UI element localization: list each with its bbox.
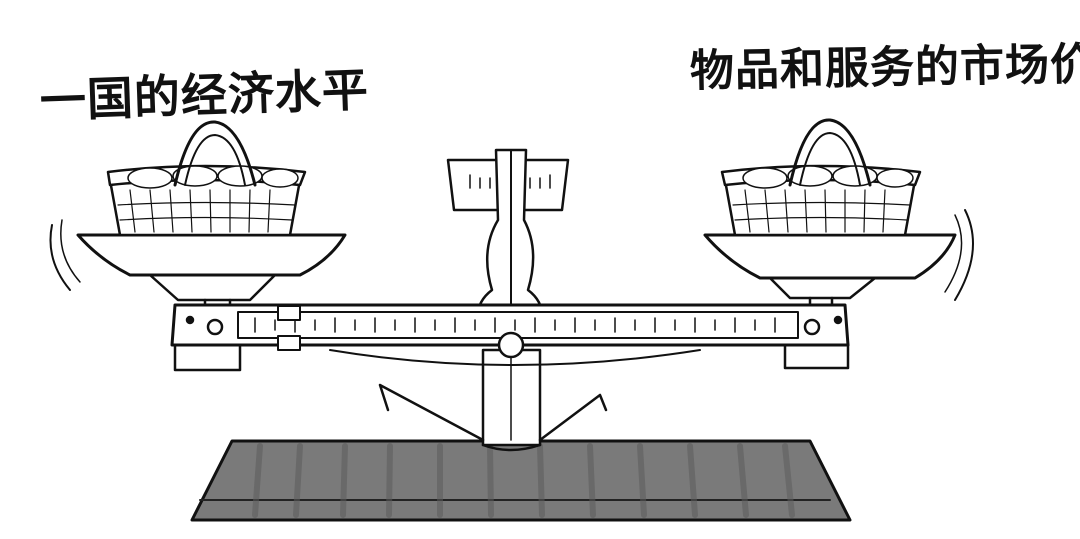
left-scale-pan [49, 219, 347, 307]
scale-beam [170, 303, 850, 372]
scale-pointer [446, 148, 570, 332]
scale-pillar [378, 348, 608, 452]
scale-base [190, 439, 852, 522]
right-basket [720, 118, 922, 237]
right-label: 物品和服务的市场价值 [689, 38, 1080, 97]
left-label: 一国的经济水平 [39, 62, 370, 128]
right-scale-pan [703, 209, 974, 307]
left-basket [106, 120, 307, 237]
